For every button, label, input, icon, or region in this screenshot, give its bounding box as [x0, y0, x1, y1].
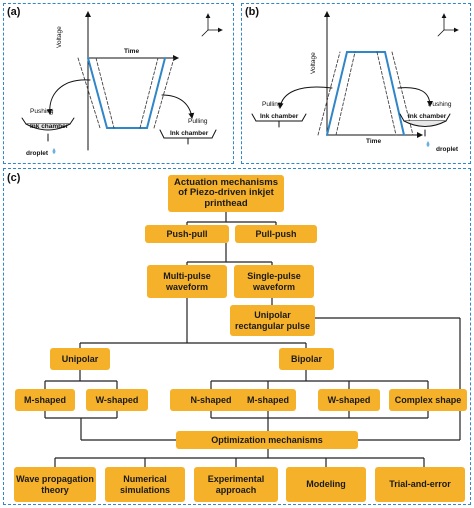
- single-pulse-box: Single-pulse waveform: [234, 265, 314, 298]
- n-shaped-box: N-shaped: [170, 389, 252, 411]
- pulling-label-b: Pulling: [262, 101, 282, 108]
- ink-chamber-right-a: Ink chamber: [170, 130, 209, 137]
- pull-push-waveform: [326, 51, 405, 136]
- panel-b-label: (b): [245, 6, 260, 18]
- panel-c-connectors: [44, 212, 461, 467]
- optimization-mechanisms-box: Optimization mechanisms: [176, 431, 358, 449]
- panel-c-frame: [3, 168, 471, 505]
- trial-and-error-box: Trial-and-error: [375, 467, 465, 502]
- voltage-label-b: Voltage: [310, 52, 317, 74]
- time-label-a: Time: [124, 48, 140, 55]
- ink-chamber-right-b: Ink chamber: [408, 113, 447, 120]
- panel-b-waveform: [251, 11, 459, 147]
- panel-b-frame: [241, 3, 471, 164]
- panel-a-label: (a): [7, 6, 21, 18]
- pushing-label-b: Pushing: [428, 101, 452, 108]
- unipolar-rect-box: Unipolar rectangular pulse: [230, 305, 315, 336]
- complex-shape-box: Complex shape: [389, 389, 467, 411]
- unipolar-box: Unipolar: [50, 348, 110, 370]
- ink-chamber-left-b: Ink chamber: [260, 113, 299, 120]
- push-pull-box: Push-pull: [145, 225, 229, 243]
- panel-c-label: (c): [7, 172, 21, 184]
- modeling-box: Modeling: [286, 467, 366, 502]
- bipolar-box: Bipolar: [279, 348, 334, 370]
- panel-a-frame: [3, 3, 234, 164]
- wave-propagation-box: Wave propagation theory: [14, 467, 96, 502]
- m-shaped-bipolar-box: M-shaped: [240, 389, 296, 411]
- panel-a-waveform: [21, 11, 223, 154]
- droplet-label-a: droplet: [26, 150, 49, 157]
- pushing-label-a: Pushing: [30, 108, 54, 115]
- numerical-simulations-box: Numerical simulations: [105, 467, 185, 502]
- pulling-label-a: Pulling: [188, 118, 208, 125]
- w-shaped-unipolar-box: W-shaped: [86, 389, 148, 411]
- voltage-label-a: Voltage: [56, 26, 63, 48]
- pull-push-box: Pull-push: [235, 225, 317, 243]
- experimental-approach-box: Experimental approach: [194, 467, 278, 502]
- actuation-mechanisms-box: Actuation mechanisms of Piezo-driven ink…: [168, 175, 284, 212]
- ink-chamber-left-a: Ink chamber: [30, 123, 69, 130]
- multi-pulse-box: Multi-pulse waveform: [147, 265, 227, 298]
- droplet-label-b: droplet: [436, 146, 459, 153]
- w-shaped-bipolar-box: W-shaped: [318, 389, 380, 411]
- time-label-b: Time: [366, 138, 382, 145]
- push-pull-waveform: [87, 57, 166, 129]
- m-shaped-unipolar-box: M-shaped: [15, 389, 75, 411]
